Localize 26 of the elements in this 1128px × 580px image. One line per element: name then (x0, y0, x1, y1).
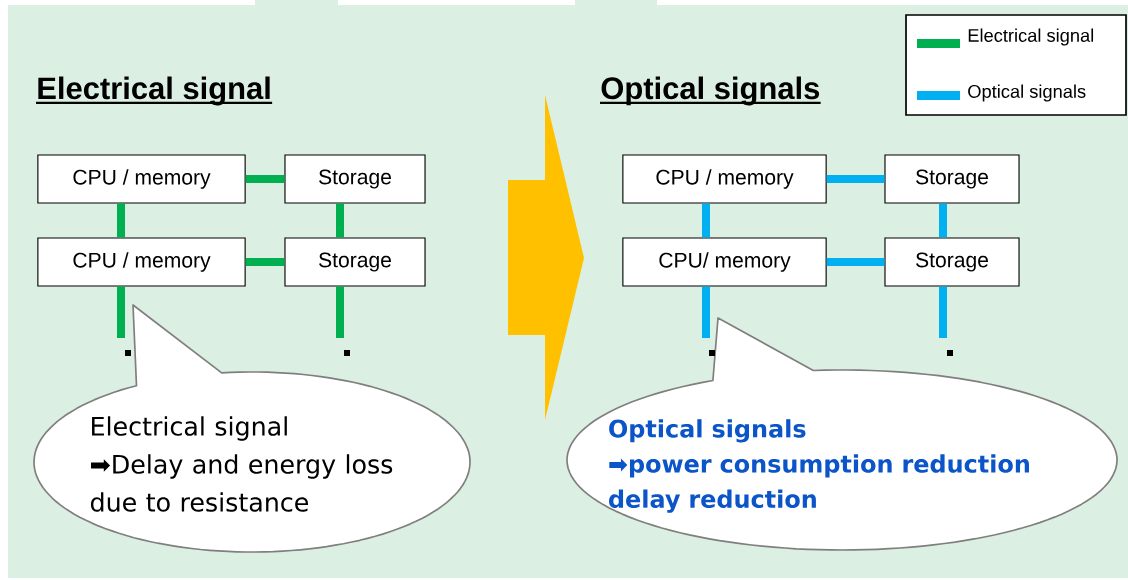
component-box: Storage (284, 237, 426, 287)
component-box: CPU / memory (622, 154, 827, 204)
connector-line (826, 258, 885, 266)
connector-line (245, 175, 285, 183)
component-box: CPU / memory (37, 237, 246, 287)
connector-line (245, 258, 285, 266)
connector-line (939, 286, 947, 338)
legend-label: Electrical signal (968, 28, 1094, 46)
component-box: CPU / memory (37, 154, 246, 204)
component-box: Storage (884, 154, 1020, 204)
connector-line (826, 175, 885, 183)
component-box: Storage (284, 154, 426, 204)
connector-line (702, 203, 710, 238)
connector-line (117, 203, 126, 238)
section-heading: Optical signals (600, 76, 821, 106)
bubble-text: Optical signals ➡power consumption reduction delay reduction (609, 419, 1029, 513)
section-heading: Electrical signal (36, 76, 273, 106)
connector-line (939, 203, 947, 238)
legend-label: Optical signals (968, 84, 1086, 102)
component-box: CPU/ memory (622, 237, 827, 287)
component-box: Storage (884, 237, 1020, 287)
connector-line (336, 286, 344, 338)
connector-line (117, 286, 126, 338)
bubble-text: Electrical signal ➡Delay and energy loss due to resistance (90, 416, 393, 512)
connector-line (702, 286, 710, 338)
connector-line (336, 203, 344, 238)
